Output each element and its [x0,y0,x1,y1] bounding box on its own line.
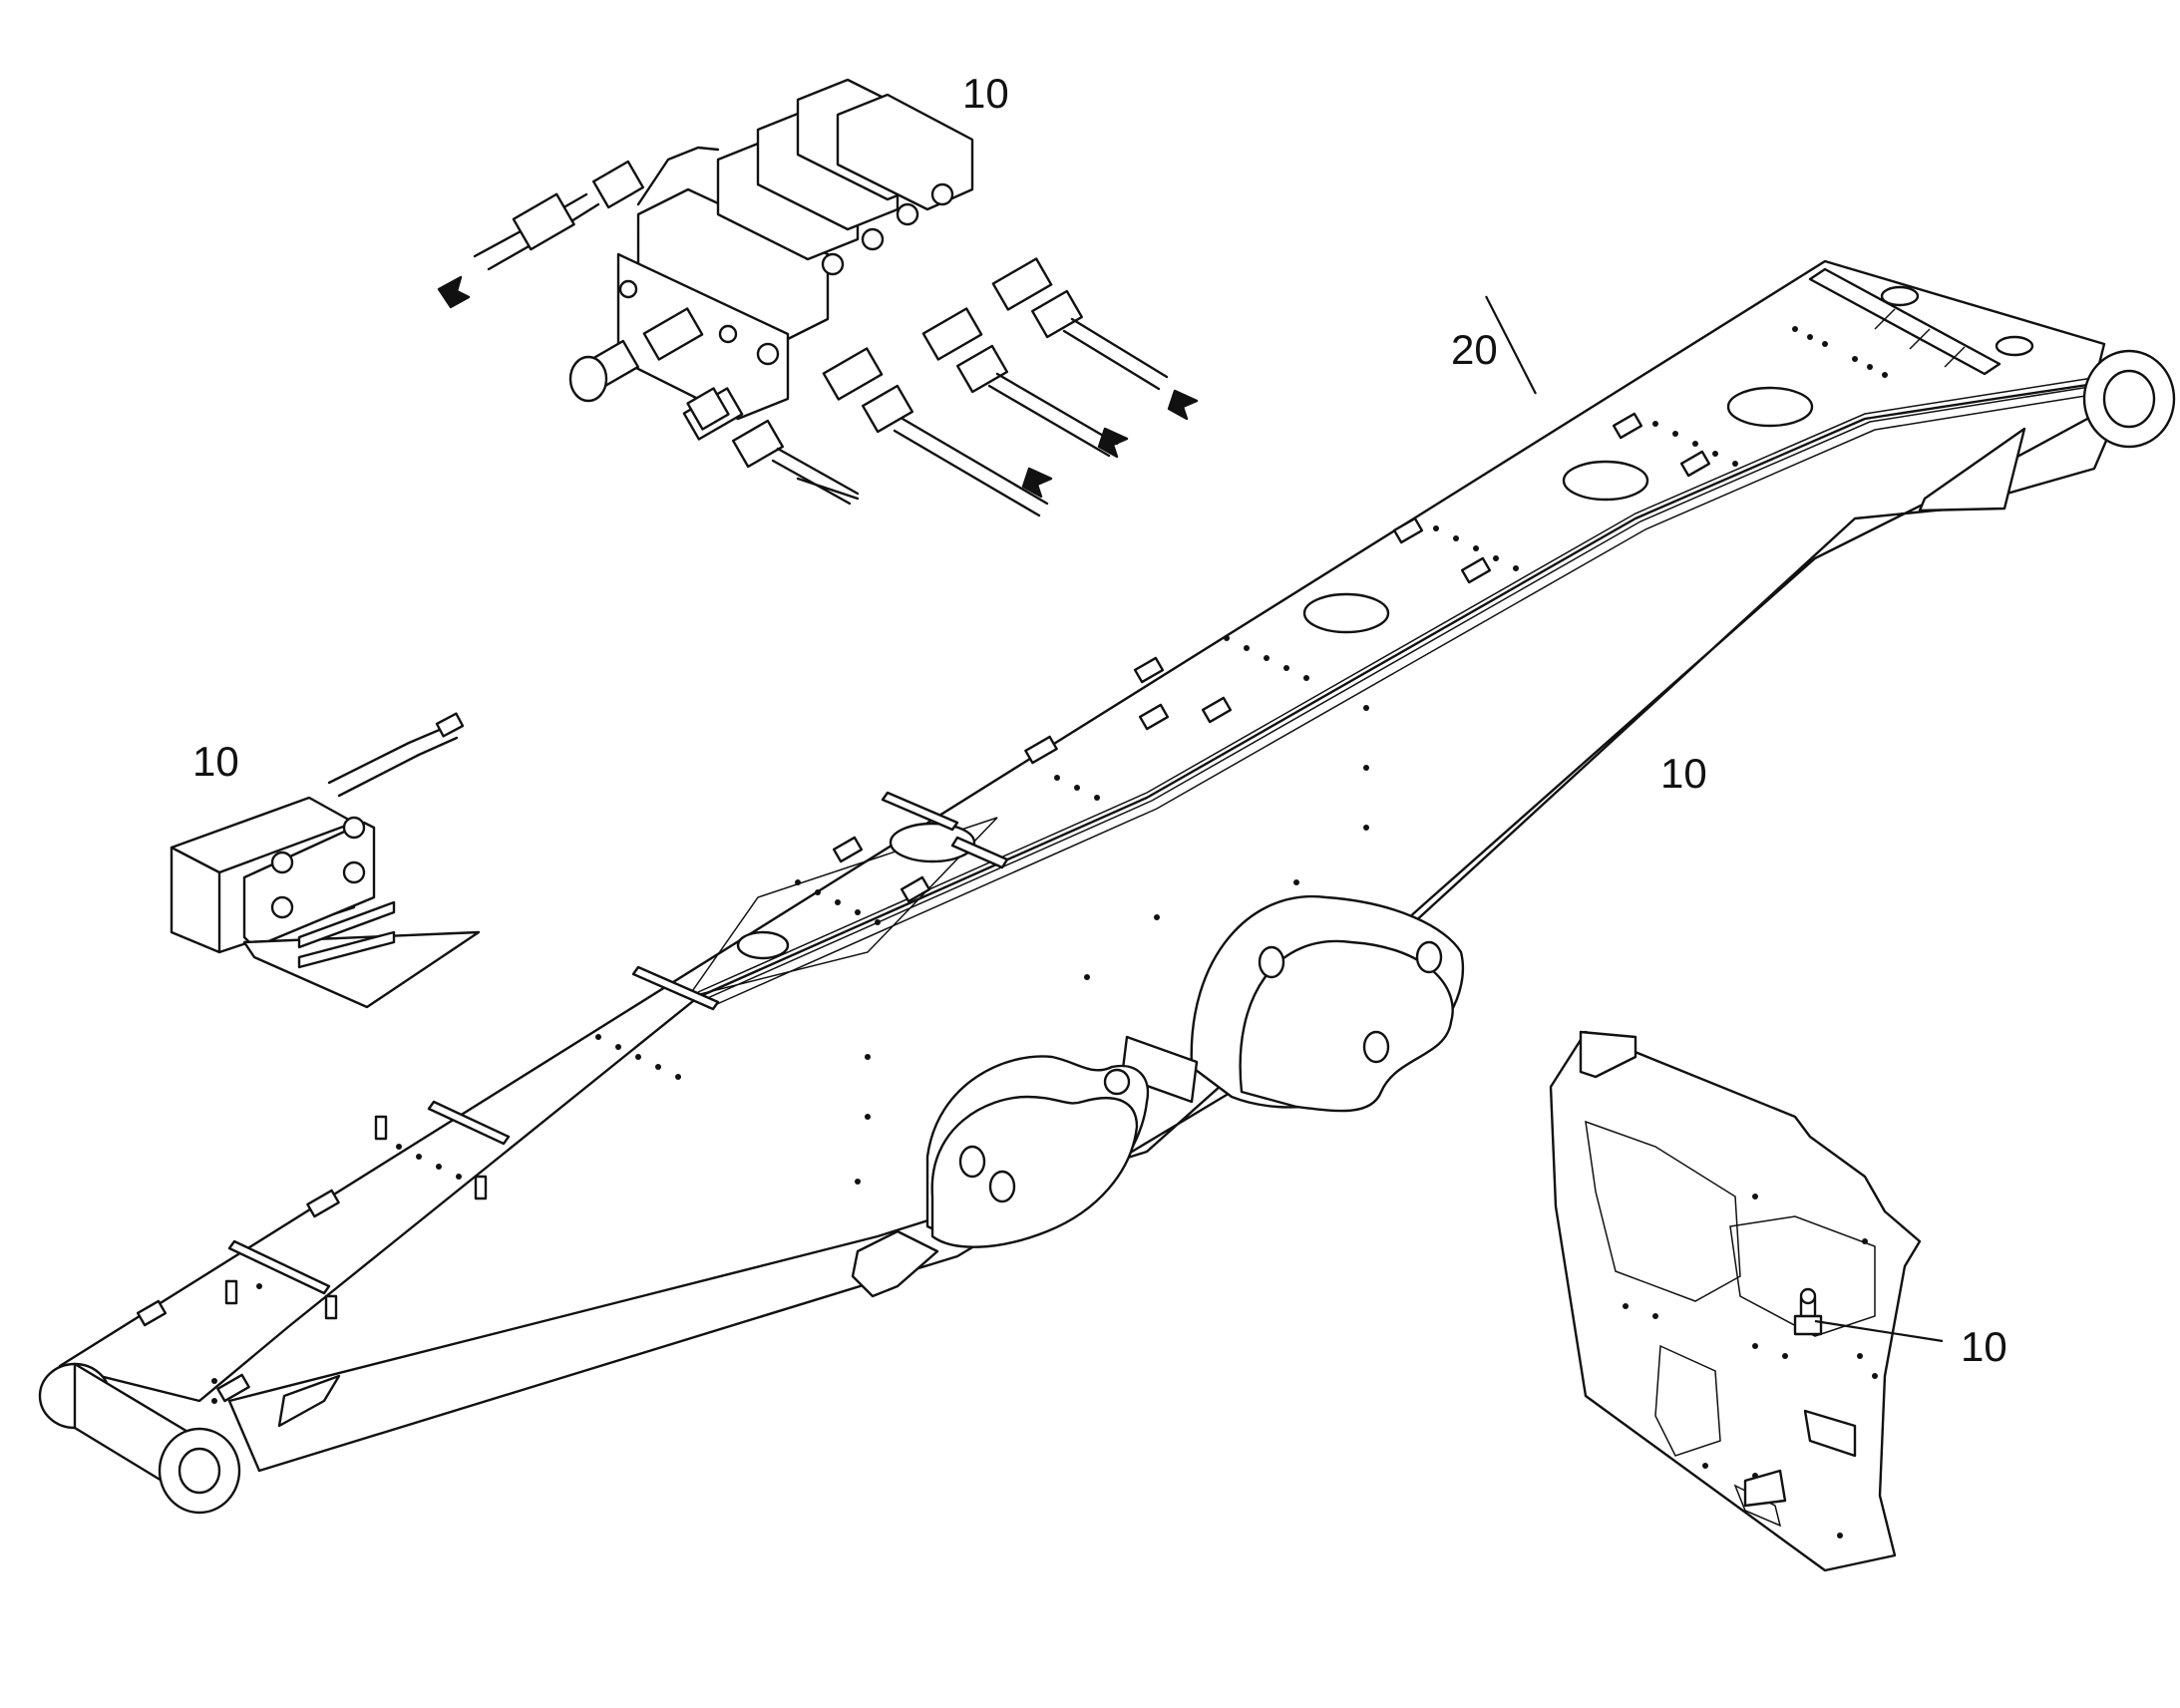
leader-line-boom [1485,295,1537,395]
callout-boom-underside: 10 [1660,750,1707,797]
callout-sensor-bracket: 10 [192,738,239,785]
boom-top-plate [58,259,2106,1403]
callout-valve-block: 10 [962,70,1009,117]
lubrication-valve-block[interactable] [437,78,1199,517]
cylinder-mount-lug-small[interactable] [851,1055,1150,1298]
callout-boom: 20 [1451,326,1498,373]
callout-frame-sensor: 10 [1961,1323,2007,1370]
leader-line-frame-sensor [1814,1319,1944,1343]
frame-plate-assembly[interactable] [1549,1030,1922,1572]
cylinder-mount-lug-large[interactable] [1120,894,1465,1113]
bolt-hole-pattern [211,326,1888,1404]
boom-assembly[interactable] [38,259,2176,1515]
sensor-bracket-assembly[interactable] [170,712,481,1009]
